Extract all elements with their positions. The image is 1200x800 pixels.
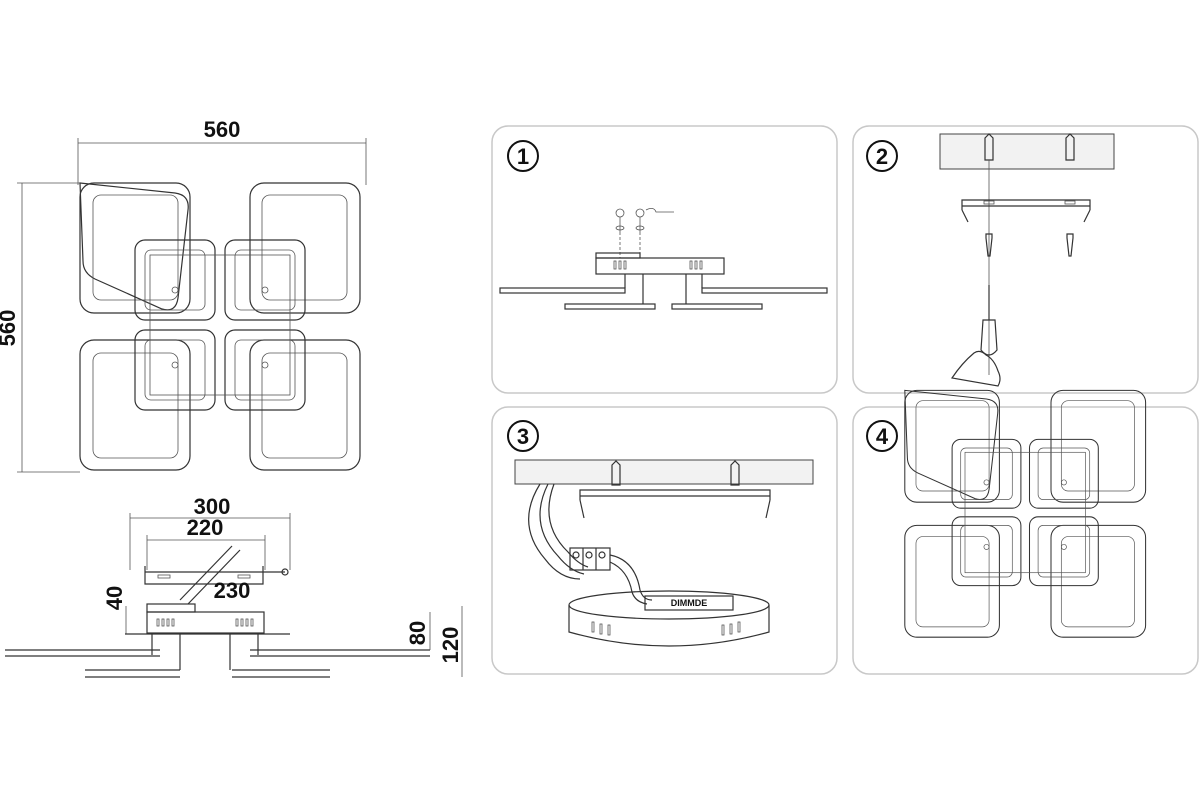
terminal-block: [569, 547, 611, 571]
ceiling: [939, 133, 1115, 170]
step-4-badge: [866, 420, 898, 452]
base-height-dimension: 40: [102, 586, 127, 610]
total-height-dimension: 120: [438, 627, 463, 664]
body-height-dimension: 80: [405, 621, 430, 645]
wall-plug-icon: [611, 460, 740, 486]
mounting-bracket: [961, 199, 1091, 210]
step-2-badge: [866, 140, 898, 172]
height-dimension-label: 560: [0, 310, 20, 347]
step-3-panel: 3 DIMMDE: [491, 406, 838, 675]
lamp-body: [595, 257, 725, 275]
screw-icon: [985, 233, 1074, 257]
step-4-panel: 4: [852, 389, 1199, 675]
driver-label: DIMMDE: [671, 598, 708, 608]
step-1-badge: [507, 140, 539, 172]
step-2-number: 2: [876, 144, 888, 169]
mounting-bracket: [144, 566, 264, 585]
wall-plug-icon: [984, 133, 1075, 161]
step-3-number: 3: [517, 424, 529, 449]
mounting-bracket: [579, 489, 771, 500]
dimension-drawing: 560 560 300 220 230 40: [0, 117, 463, 678]
step-1-number: 1: [517, 144, 529, 169]
bracket-inner-dimension: 220: [187, 515, 224, 540]
ceiling: [514, 459, 814, 485]
bracket-length-dimension: 230: [214, 578, 251, 603]
screwdriver-icon: [950, 285, 1001, 387]
step-4-number: 4: [876, 424, 889, 449]
fastener-icon: [615, 208, 674, 232]
width-dimension-label: 560: [204, 117, 241, 142]
lamp-body-side-view: [146, 611, 265, 634]
driver-label-box: [644, 595, 734, 611]
bracket-outer-dimension: 300: [194, 494, 231, 519]
step-2-panel: 2: [852, 125, 1199, 394]
lamp-top-view: [79, 182, 361, 471]
step-3-badge: [507, 420, 539, 452]
step-1-panel: 1: [491, 125, 838, 394]
